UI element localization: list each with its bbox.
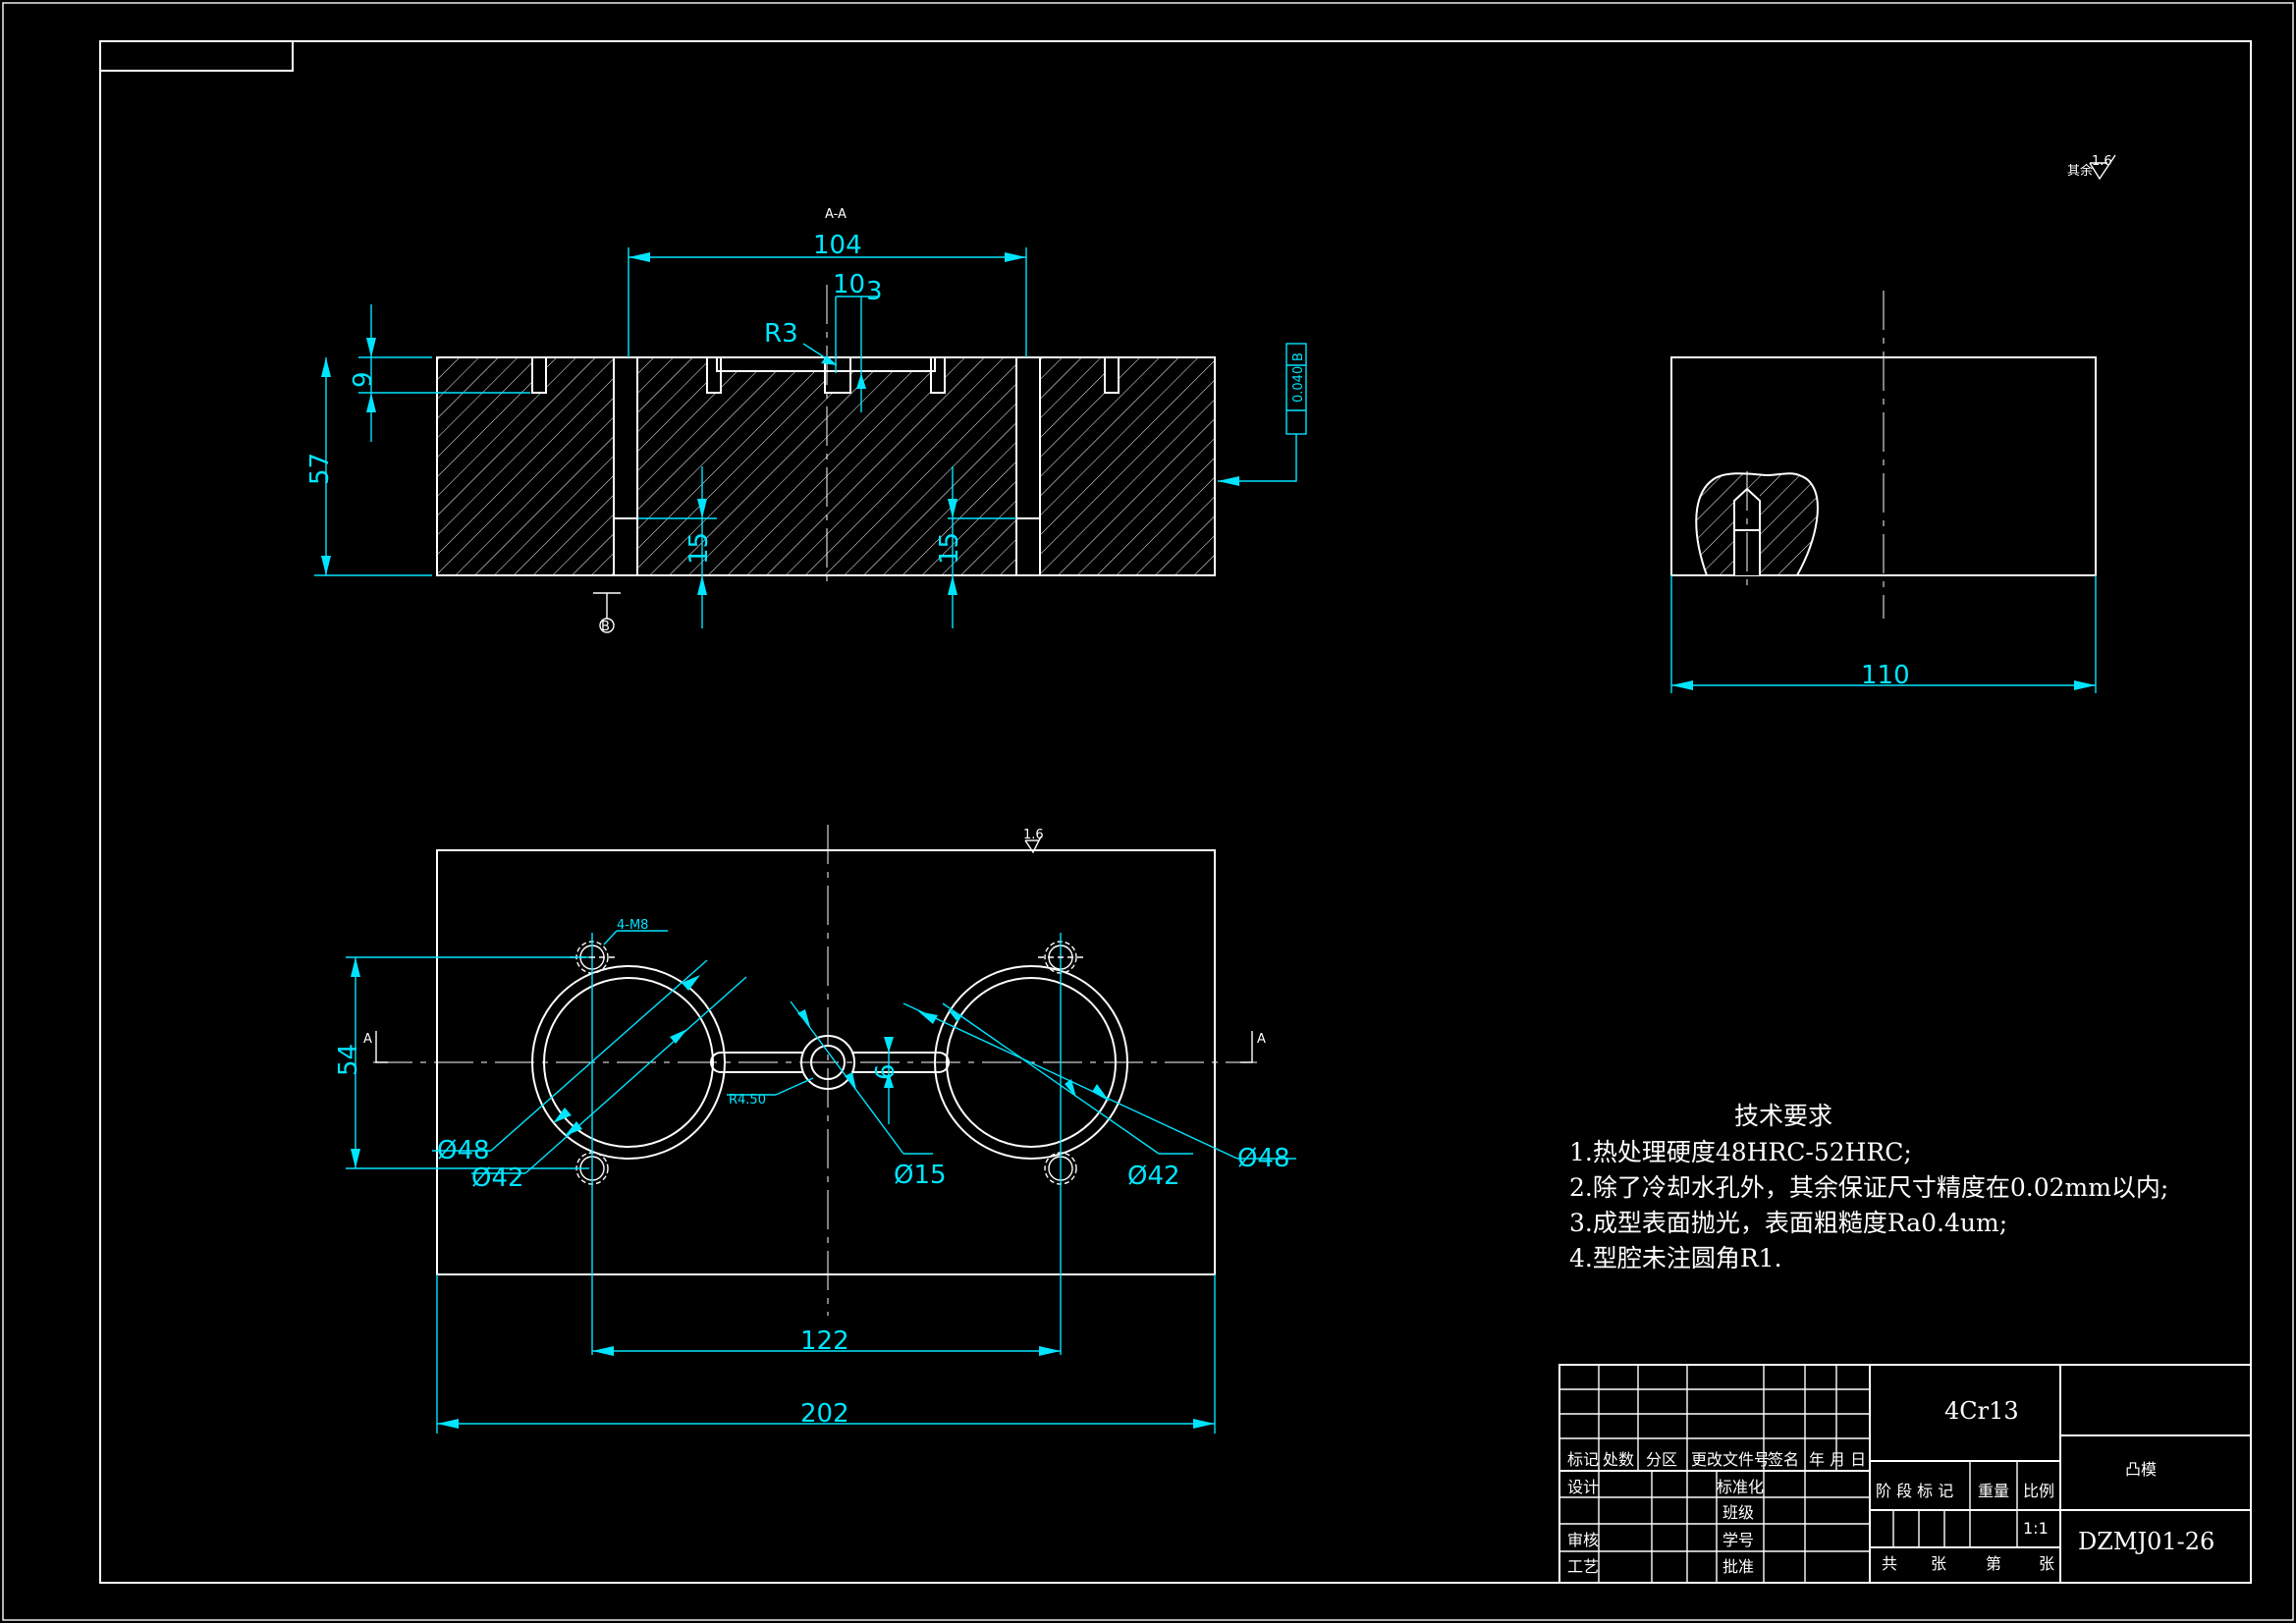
section-title: A-A bbox=[825, 207, 847, 222]
sprue-outer bbox=[800, 1035, 855, 1090]
svg-text:更改文件号: 更改文件号 bbox=[1691, 1450, 1770, 1469]
dim-m8: 4-M8 bbox=[617, 918, 648, 933]
tolerance-value: 0.040 bbox=[1291, 366, 1306, 403]
datum-b: B bbox=[601, 620, 610, 634]
svg-text:分区: 分区 bbox=[1646, 1450, 1677, 1469]
sprue-inner bbox=[810, 1045, 846, 1080]
roughness-corner: 其余 1.6 bbox=[2067, 154, 2116, 181]
svg-text:共: 共 bbox=[1882, 1554, 1897, 1573]
dim-10: 10 bbox=[833, 270, 865, 299]
tb-approve: 批准 bbox=[1722, 1557, 1754, 1576]
ring-left-outer bbox=[531, 965, 726, 1160]
dim-110: 110 bbox=[1861, 661, 1910, 690]
dim-104: 104 bbox=[813, 231, 862, 260]
svg-text:张: 张 bbox=[1931, 1554, 1946, 1573]
svg-text:签名: 签名 bbox=[1768, 1450, 1799, 1469]
dim-d48-left: Ø48 bbox=[437, 1136, 490, 1165]
svg-text:第: 第 bbox=[1986, 1554, 2001, 1573]
tb-class: 班级 bbox=[1722, 1503, 1754, 1522]
title-block: 标记 处数 分区 更改文件号 签名 年 月 日 设计 标准化 班级 审核 学号 … bbox=[1558, 1364, 2252, 1584]
side-view: 110 bbox=[1670, 291, 2097, 693]
dim-15-left: 15 bbox=[684, 532, 714, 565]
tb-design: 设计 bbox=[1567, 1478, 1599, 1496]
plan-view: 1.6 A A bbox=[334, 825, 1296, 1434]
dim-54: 54 bbox=[334, 1044, 363, 1076]
dim-3: 3 bbox=[866, 277, 883, 306]
dim-15-right: 15 bbox=[935, 532, 964, 565]
section-marker-right: A bbox=[1257, 1032, 1266, 1047]
ring-left-inner bbox=[543, 977, 714, 1148]
section-view: A-A 104 10 bbox=[305, 207, 1307, 634]
dim-57: 57 bbox=[305, 453, 335, 485]
roughness-prefix: 其余 bbox=[2067, 163, 2093, 179]
roughness-plan: 1.6 bbox=[1023, 828, 1044, 842]
dim-d42-left: Ø42 bbox=[471, 1163, 524, 1193]
tech-item: 2.除了冷却水孔外，其余保证尺寸精度在0.02mm以内; bbox=[1569, 1173, 2168, 1202]
svg-text:重量: 重量 bbox=[1978, 1482, 2009, 1500]
drawing-frame bbox=[99, 40, 2252, 1584]
section-marker-left: A bbox=[363, 1032, 372, 1047]
ring-right-outer bbox=[934, 965, 1128, 1160]
code-box bbox=[99, 40, 294, 72]
tech-item: 1.热处理硬度48HRC-52HRC; bbox=[1569, 1138, 1912, 1166]
technical-requirements: 技术要求 1.热处理硬度48HRC-52HRC; 2.除了冷却水孔外，其余保证尺… bbox=[1569, 1102, 2168, 1272]
dim-122: 122 bbox=[800, 1326, 849, 1356]
tech-item: 4.型腔未注圆角R1. bbox=[1569, 1244, 1782, 1272]
tb-student-no: 学号 bbox=[1722, 1531, 1754, 1549]
dim-d42-right: Ø42 bbox=[1127, 1162, 1180, 1191]
tb-scale: 1:1 bbox=[2023, 1519, 2049, 1538]
dim-r3: R3 bbox=[764, 319, 798, 349]
ring-right-inner bbox=[946, 977, 1117, 1148]
tb-part-name: 凸模 bbox=[2125, 1460, 2157, 1479]
dim-d48-right: Ø48 bbox=[1237, 1144, 1290, 1173]
tb-process: 工艺 bbox=[1567, 1557, 1599, 1576]
svg-text:张: 张 bbox=[2039, 1554, 2054, 1573]
tolerance-datum: B bbox=[1291, 352, 1306, 361]
svg-text:标记: 标记 bbox=[1567, 1450, 1599, 1469]
dim-d15: Ø15 bbox=[894, 1161, 947, 1190]
dim-6: 6 bbox=[871, 1063, 901, 1080]
svg-text:处数: 处数 bbox=[1603, 1450, 1634, 1469]
tb-standardize: 标准化 bbox=[1717, 1478, 1764, 1496]
svg-text:比例: 比例 bbox=[2023, 1482, 2054, 1500]
tech-item: 3.成型表面抛光，表面粗糙度Ra0.4um; bbox=[1569, 1209, 2007, 1237]
svg-text:年 月 日: 年 月 日 bbox=[1809, 1450, 1866, 1469]
tech-title: 技术要求 bbox=[1734, 1102, 1832, 1130]
roughness-corner-value: 1.6 bbox=[2092, 154, 2112, 169]
tb-material: 4Cr13 bbox=[1944, 1397, 2019, 1425]
tb-review: 审核 bbox=[1567, 1531, 1599, 1549]
tb-drawing-number: DZMJ01-26 bbox=[2078, 1528, 2214, 1555]
dim-202: 202 bbox=[800, 1399, 849, 1429]
dim-r450: R4.50 bbox=[729, 1093, 766, 1108]
dim-9: 9 bbox=[349, 371, 378, 388]
svg-text:阶 段 标 记: 阶 段 标 记 bbox=[1876, 1482, 1953, 1500]
